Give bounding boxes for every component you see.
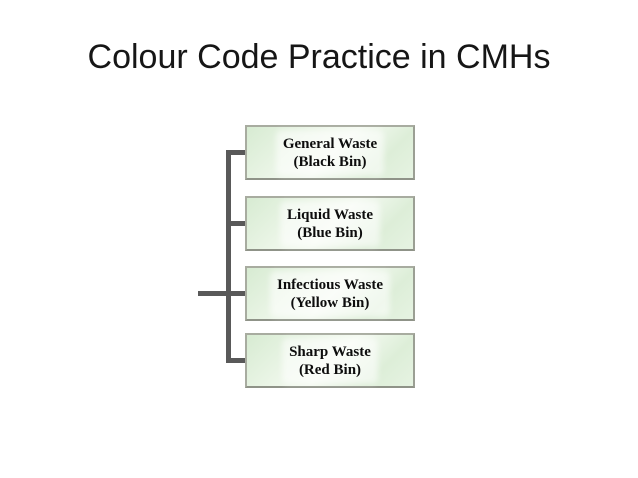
node-general-waste: General Waste (Black Bin)	[245, 125, 415, 180]
waste-type-label: Infectious Waste	[277, 276, 383, 293]
bin-colour-label: (Black Bin)	[293, 153, 367, 170]
bin-colour-label: (Red Bin)	[298, 361, 362, 378]
waste-type-label: General Waste	[282, 135, 378, 152]
node-liquid-waste-text: Liquid Waste (Blue Bin)	[284, 205, 375, 242]
node-general-waste-text: General Waste (Black Bin)	[280, 134, 380, 171]
connector-stub-infectious-waste	[198, 291, 247, 296]
waste-type-label: Liquid Waste	[286, 206, 373, 223]
connector-stub-general-waste	[226, 150, 247, 155]
connector-stub-liquid-waste	[226, 221, 247, 226]
node-infectious-waste-text: Infectious Waste (Yellow Bin)	[275, 275, 385, 312]
node-liquid-waste: Liquid Waste (Blue Bin)	[245, 196, 415, 251]
bin-colour-label: (Yellow Bin)	[290, 294, 370, 311]
slide-title: Colour Code Practice in CMHs	[87, 38, 551, 76]
node-infectious-waste: Infectious Waste (Yellow Bin)	[245, 266, 415, 321]
bin-colour-label: (Blue Bin)	[297, 224, 363, 241]
node-sharp-waste: Sharp Waste (Red Bin)	[245, 333, 415, 388]
connector-stub-sharp-waste	[226, 358, 247, 363]
connector-trunk	[226, 150, 231, 363]
waste-type-label: Sharp Waste	[289, 343, 371, 360]
node-sharp-waste-text: Sharp Waste (Red Bin)	[287, 342, 373, 379]
